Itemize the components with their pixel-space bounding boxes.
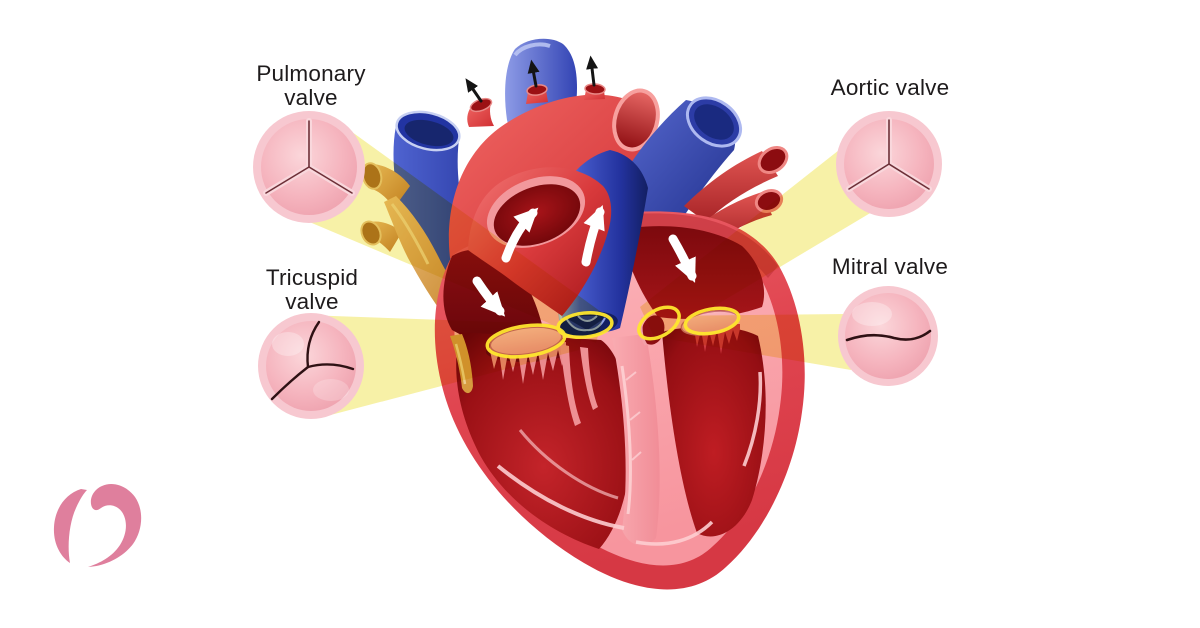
label-tricuspid-line1: Tricuspid bbox=[265, 265, 359, 290]
interventricular-septum bbox=[612, 334, 660, 546]
beam-tricuspid bbox=[305, 315, 585, 417]
branch-arrow-2 bbox=[527, 59, 540, 88]
label-mitral-valve: Mitral valve bbox=[831, 254, 949, 279]
pulmonary-valve-inset bbox=[253, 111, 365, 223]
chordae bbox=[560, 344, 598, 426]
flow-arrows bbox=[465, 55, 697, 317]
flow-arrow-aorta bbox=[501, 207, 539, 263]
label-pulmonary-line1: Pulmonary bbox=[256, 61, 366, 86]
label-pulmonary-line2: valve bbox=[284, 85, 338, 110]
valve-site-rings bbox=[485, 305, 741, 359]
branch-arrow-1 bbox=[465, 78, 483, 103]
tricuspid-valve-inset bbox=[258, 313, 364, 419]
flow-arrow-left-atrium bbox=[668, 234, 697, 283]
ring-pulmonary-site bbox=[556, 310, 614, 340]
label-pulmonary-valve: Pulmonary valve bbox=[231, 62, 391, 110]
ring-mitral-site bbox=[683, 306, 741, 336]
apex-highlights bbox=[496, 371, 763, 546]
left-ventricle bbox=[662, 326, 766, 537]
flow-arrow-trunk bbox=[581, 204, 605, 267]
beam-aortic bbox=[640, 139, 877, 341]
beam-mitral bbox=[653, 314, 851, 370]
label-aortic-valve: Aortic valve bbox=[830, 75, 950, 100]
label-tricuspid-valve: Tricuspid valve bbox=[232, 266, 392, 314]
branch-arrow-3 bbox=[586, 55, 599, 87]
aortic-valve-inset bbox=[836, 111, 942, 217]
flow-arrow-tricuspid bbox=[472, 276, 506, 317]
label-tricuspid-line2: valve bbox=[285, 289, 339, 314]
ring-aortic-site bbox=[637, 305, 681, 341]
heart-logo bbox=[53, 484, 142, 567]
mitral-valve-inset bbox=[838, 286, 938, 386]
